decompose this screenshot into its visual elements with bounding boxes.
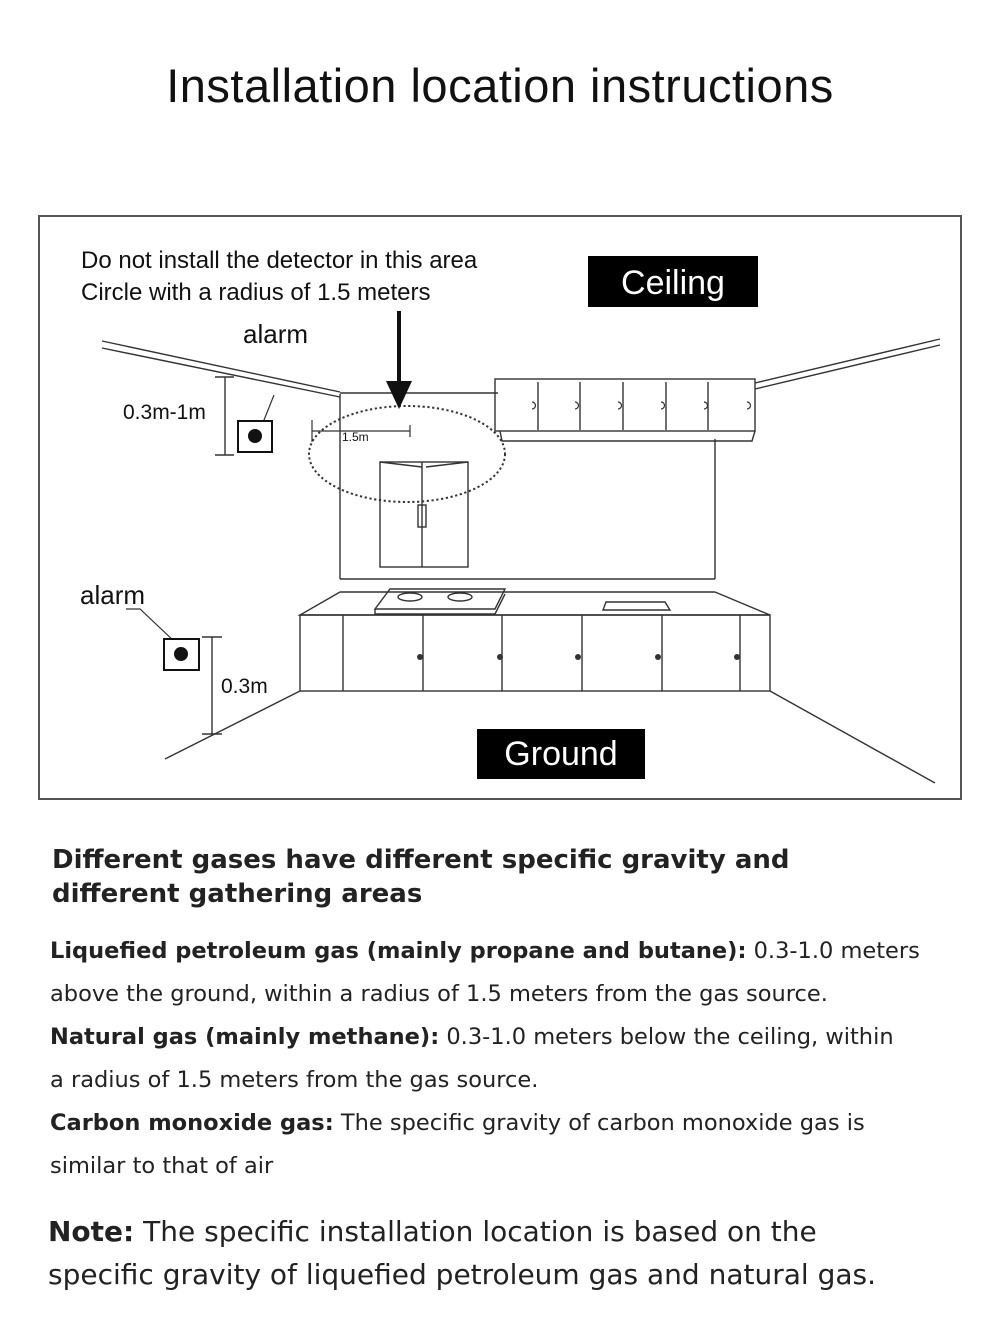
- section-heading-line1: Different gases have different specific …: [52, 845, 790, 875]
- stove-burner-left: [397, 592, 423, 602]
- upper-cabinet-dividers: [537, 382, 709, 430]
- note-paragraph: Note: The specific installation location…: [48, 1210, 978, 1296]
- bottom-alarm-label: alarm: [80, 580, 145, 610]
- warning-text-line2: Circle with a radius of 1.5 meters: [81, 279, 430, 306]
- page-title: Installation location instructions: [166, 59, 834, 112]
- countertop: [297, 591, 771, 616]
- ceiling-label-box: [588, 256, 758, 307]
- bottom-alarm-leader: [126, 608, 177, 644]
- cabinet-handle: [703, 401, 709, 410]
- lpg-text-a: 0.3-1.0 meters: [746, 938, 920, 964]
- floor-left-line: [164, 690, 301, 760]
- ceiling-left-line-inner: [101, 347, 341, 398]
- lpg-text-b: above the ground, within a radius of 1.5…: [50, 981, 828, 1007]
- co-label: Carbon monoxide gas:: [50, 1110, 334, 1136]
- upper-cabinet-bottom: [499, 430, 756, 442]
- top-dimension-line: [215, 376, 234, 456]
- bottom-dimension-line: [202, 636, 222, 735]
- ceiling-right-line-inner: [754, 344, 941, 390]
- installation-diagram: Do not install the detector in this area…: [38, 215, 962, 800]
- cabinet-handle: [746, 401, 752, 410]
- gas-stove-side: [374, 593, 506, 615]
- top-alarm-icon: [248, 429, 262, 443]
- window-handle: [417, 504, 427, 528]
- cabinet-knob: [655, 654, 661, 660]
- co-text-a: The specific gravity of carbon monoxide …: [333, 1110, 865, 1136]
- lower-cabinets: [299, 614, 771, 692]
- top-alarm-label: alarm: [243, 319, 308, 349]
- cabinet-knob: [734, 654, 740, 660]
- cabinet-handle: [660, 401, 666, 410]
- exclusion-zone-circle: [308, 405, 506, 503]
- ceiling-label: Ceiling: [621, 264, 725, 302]
- radius-indicator: [311, 420, 411, 442]
- bottom-distance-label: 0.3m: [221, 675, 268, 698]
- natural-gas-text-b: a radius of 1.5 meters from the gas sour…: [50, 1067, 539, 1093]
- stove-burner-right: [447, 592, 473, 602]
- top-distance-label: 0.3m-1m: [123, 401, 206, 424]
- ceiling-right-line: [754, 338, 941, 384]
- note-text-b: specific gravity of liquefied petroleum …: [48, 1258, 876, 1291]
- upper-cabinets: [494, 378, 756, 432]
- warning-text-line1: Do not install the detector in this area: [81, 247, 478, 274]
- ground-label: Ground: [504, 735, 617, 773]
- cabinet-handle: [617, 401, 623, 410]
- cabinet-knob: [575, 654, 581, 660]
- section-heading-line2: different gathering areas: [52, 879, 423, 909]
- gas-stove: [373, 588, 507, 610]
- note-text-a: The specific installation location is ba…: [134, 1215, 817, 1248]
- kitchen-illustration: Do not install the detector in this area…: [80, 247, 941, 784]
- cabinet-handle: [574, 401, 580, 410]
- bottom-alarm-icon: [174, 647, 188, 661]
- lpg-paragraph: Liquefied petroleum gas (mainly propane …: [50, 930, 970, 1016]
- floor-right-line: [769, 690, 936, 784]
- sink: [601, 601, 672, 611]
- arrow-down-icon: [386, 381, 412, 409]
- cabinet-knob: [497, 654, 503, 660]
- lpg-label: Liquefied petroleum gas (mainly propane …: [50, 938, 747, 964]
- bottom-alarm-box: [163, 638, 200, 671]
- note-label: Note:: [48, 1215, 135, 1248]
- natural-gas-label: Natural gas (mainly methane):: [50, 1024, 440, 1050]
- natural-gas-paragraph: Natural gas (mainly methane): 0.3-1.0 me…: [50, 1016, 970, 1102]
- window-frame: [379, 461, 469, 568]
- co-text-b: similar to that of air: [50, 1153, 274, 1179]
- lower-cabinet-dividers: [342, 615, 741, 691]
- natural-gas-text-a: 0.3-1.0 meters below the ceiling, within: [439, 1024, 894, 1050]
- section-heading: Different gases have different specific …: [52, 843, 952, 911]
- co-paragraph: Carbon monoxide gas: The specific gravit…: [50, 1102, 970, 1188]
- radius-label: 1.5m: [342, 430, 369, 444]
- window-panes: [379, 461, 469, 567]
- ceiling-left-line: [101, 340, 341, 393]
- cabinet-knob: [417, 654, 423, 660]
- cabinet-handle: [531, 401, 537, 410]
- ground-label-box: [477, 729, 645, 779]
